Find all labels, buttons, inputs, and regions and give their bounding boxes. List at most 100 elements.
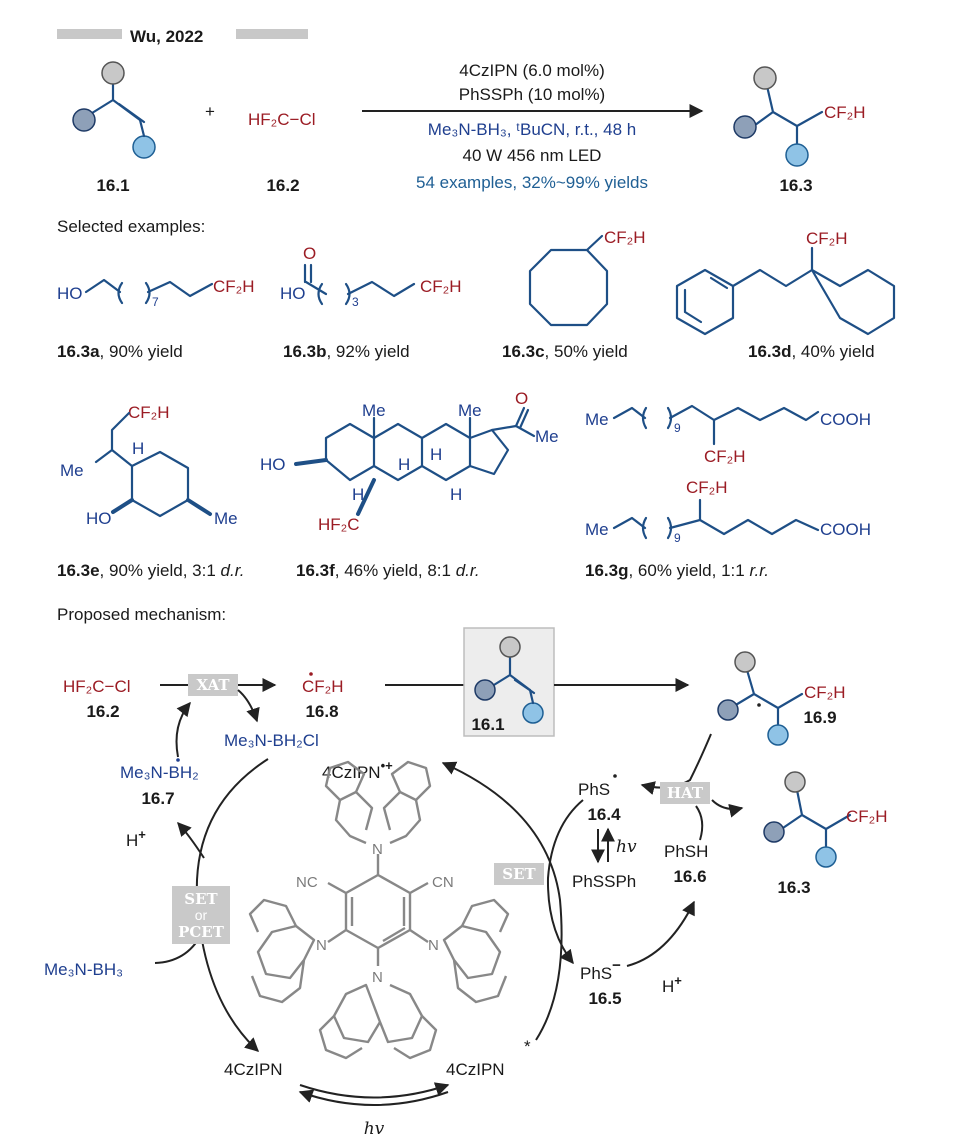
label-16-3: 16.3: [779, 176, 812, 195]
node-light: [132, 135, 156, 159]
product-group: CF₂H: [824, 103, 866, 122]
node-gray: [101, 61, 125, 85]
hat-to-product-arrow: [711, 799, 744, 818]
mech-pc-ground: 4CzIPN: [224, 1060, 283, 1079]
phs-radical-dot: [613, 774, 617, 778]
ex-e-h: H: [132, 439, 144, 458]
ex-b-sub: 3: [352, 295, 359, 309]
header: Wu, 2022: [57, 27, 308, 46]
proton-arrow: [177, 821, 205, 859]
mech-reagent-label: 16.2: [86, 702, 119, 721]
set-mid-label: SET: [502, 865, 536, 883]
ex-a-sub: 7: [152, 295, 159, 309]
mech-radical: CF₂H: [302, 677, 344, 696]
ex-e-me1: Me: [60, 461, 84, 480]
ex-g-me-top: Me: [585, 410, 609, 429]
mechanism-heading: Proposed mechanism:: [57, 605, 226, 624]
ex-e-me2: Me: [214, 509, 238, 528]
mech-boryl-label: 16.7: [141, 789, 174, 808]
mech-cation: 4CzIPN•+: [322, 758, 393, 782]
cat-n-top: N: [372, 841, 383, 858]
starting-material-16-1: [72, 61, 156, 159]
thiyl-to-thiolate-arc: [546, 799, 584, 965]
mech-intermediate-16-9: CF₂H: [717, 651, 846, 746]
label-16-2: 16.2: [266, 176, 299, 195]
header-bar-left: [57, 29, 122, 39]
mech-radical-label: 16.8: [305, 702, 338, 721]
ex-f-me1: Me: [362, 401, 386, 420]
ex-f-h3: H: [430, 445, 442, 464]
ex-e-caption: 16.3e, 90% yield, 3:1 d.r.: [57, 561, 244, 580]
catalyst-4czipn: N NC CN N N N: [248, 760, 510, 1060]
ex-f-me2: Me: [458, 401, 482, 420]
ex-d-caption: 16.3d, 40% yield: [748, 342, 875, 361]
set-left-label: SET: [184, 890, 218, 908]
thiol-to-hat: [695, 805, 704, 841]
pcet-label: PCET: [178, 923, 225, 941]
label-16-1: 16.1: [96, 176, 129, 195]
ex-a-ho: HO: [57, 284, 83, 303]
ex-f-me3: Me: [535, 427, 559, 446]
hv-bottom: hv: [364, 1119, 385, 1139]
ex-g-cooh-top: COOH: [820, 410, 871, 429]
example-16-3f: Me Me O Me HO H H H H HF₂C: [260, 389, 559, 534]
mech-disulfide: PhSSPh: [572, 872, 636, 891]
or-label: or: [195, 907, 208, 923]
boryl-to-xat-arrow: [175, 701, 191, 758]
header-bar-right: [236, 29, 308, 39]
ex-g-caption: 16.3g, 60% yield, 1:1 r.r.: [585, 561, 769, 580]
mech-product-group: CF₂H: [846, 807, 888, 826]
ex-g-sub-bot: 9: [674, 531, 681, 545]
product-16-3: CF₂H: [733, 66, 866, 167]
ex-f-ho: HO: [260, 455, 286, 474]
condition-reductant: Me₃N-BH₃, ᵗBuCN, r.t., 48 h: [428, 120, 636, 139]
boryl-dot: [176, 758, 180, 762]
cat-n-bottom: N: [372, 969, 383, 986]
mech-alkene: [474, 636, 544, 724]
ex-d-group: CF₂H: [806, 229, 848, 248]
ex-a-group: CF₂H: [213, 277, 255, 296]
ex-f-o: O: [515, 389, 528, 408]
example-16-3g: Me 9 COOH CF₂H CF₂H Me 9 COOH: [585, 404, 871, 545]
ex-b-caption: 16.3b, 92% yield: [283, 342, 410, 361]
mech-phs-radical-label: 16.4: [587, 805, 621, 824]
example-16-3b: O HO 3 CF₂H: [280, 244, 462, 309]
ex-g-group-top: CF₂H: [704, 447, 746, 466]
ex-g-me-bot: Me: [585, 520, 609, 539]
protonation-arrow: [626, 900, 695, 967]
mech-thiolate: PhS−: [580, 957, 621, 983]
mech-product-label: 16.3: [777, 878, 810, 897]
mech-proton1: H+: [126, 827, 146, 850]
mech-pc-excited: 4CzIPN: [446, 1060, 505, 1079]
ex-g-sub-top: 9: [674, 421, 681, 435]
mech-reagent: HF₂C−Cl: [63, 677, 131, 696]
ex-f-h4: H: [450, 485, 462, 504]
ex-g-group-bot: CF₂H: [686, 478, 728, 497]
ex-a-caption: 16.3a, 90% yield: [57, 342, 183, 361]
excited-mark: *: [524, 1037, 531, 1056]
ex-f-h2: H: [398, 455, 410, 474]
mech-amine-borane: Me₃N-BH₃: [44, 960, 123, 979]
ex-b-ho: HO: [280, 284, 306, 303]
mech-product-16-3: CF₂H: [763, 771, 888, 868]
cat-n-right: N: [428, 937, 439, 954]
xat-box: [188, 674, 238, 696]
byproduct-arrow: [237, 689, 260, 723]
example-16-3a: HO 7 CF₂H: [57, 277, 255, 309]
condition-scope: 54 examples, 32%~99% yields: [416, 173, 648, 192]
mech-thiol-label: 16.6: [673, 867, 706, 886]
hv-mid: hv: [616, 837, 637, 857]
cat-cn-right: CN: [432, 874, 454, 891]
xat-label: XAT: [196, 676, 230, 694]
header-title: Wu, 2022: [130, 27, 203, 46]
set-pcet-box: [172, 886, 230, 944]
ex-c-group: CF₂H: [604, 228, 646, 247]
hat-arrow: [640, 733, 712, 795]
ex-e-ho: HO: [86, 509, 112, 528]
ex-e-group: CF₂H: [128, 403, 170, 422]
ex-b-o: O: [303, 244, 316, 263]
condition-light: 40 W 456 nm LED: [463, 146, 602, 165]
relaxation-arrow: [298, 1089, 449, 1106]
mech-thiolate-label: 16.5: [588, 989, 621, 1008]
